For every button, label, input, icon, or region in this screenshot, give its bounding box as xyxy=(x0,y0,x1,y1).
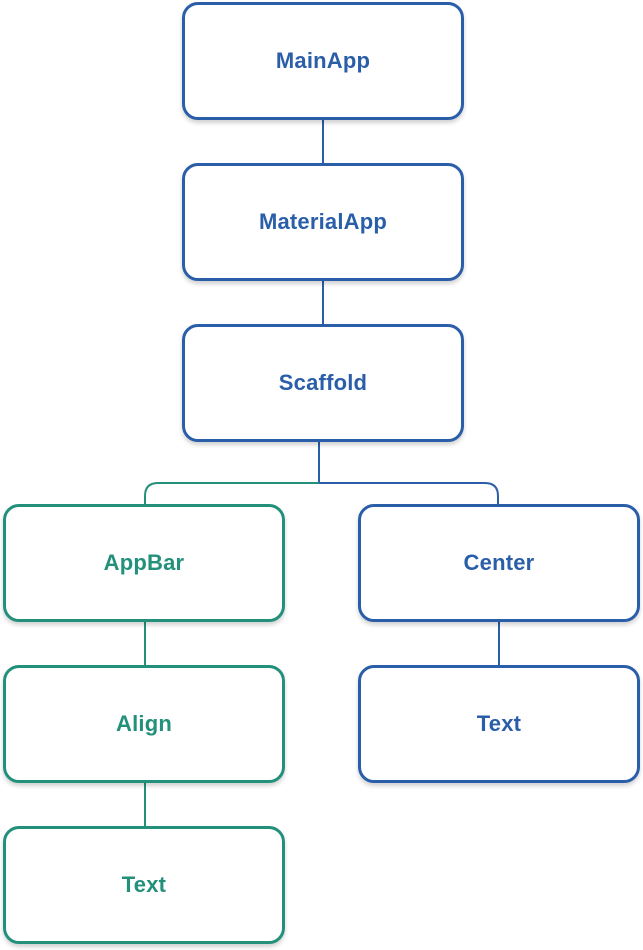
node-label: MainApp xyxy=(275,48,371,73)
node-label: AppBar xyxy=(103,550,185,575)
node-center[interactable]: Center xyxy=(358,504,640,622)
node-scaffold[interactable]: Scaffold xyxy=(182,324,464,442)
node-label: Scaffold xyxy=(278,370,368,395)
node-mainapp[interactable]: MainApp xyxy=(182,2,464,120)
node-materialapp[interactable]: MaterialApp xyxy=(182,163,464,281)
node-label: Text xyxy=(121,872,167,897)
node-align[interactable]: Align xyxy=(3,665,285,783)
node-appbar[interactable]: AppBar xyxy=(3,504,285,622)
node-text-center-child[interactable]: Text xyxy=(358,665,640,783)
node-label: MaterialApp xyxy=(258,209,388,234)
node-label: Text xyxy=(476,711,522,736)
node-label: Align xyxy=(116,711,172,736)
node-label: Center xyxy=(463,550,535,575)
node-text-align-child[interactable]: Text xyxy=(3,826,285,944)
connector-scaffold-center xyxy=(319,482,499,504)
connector-scaffold-appbar xyxy=(144,482,319,504)
